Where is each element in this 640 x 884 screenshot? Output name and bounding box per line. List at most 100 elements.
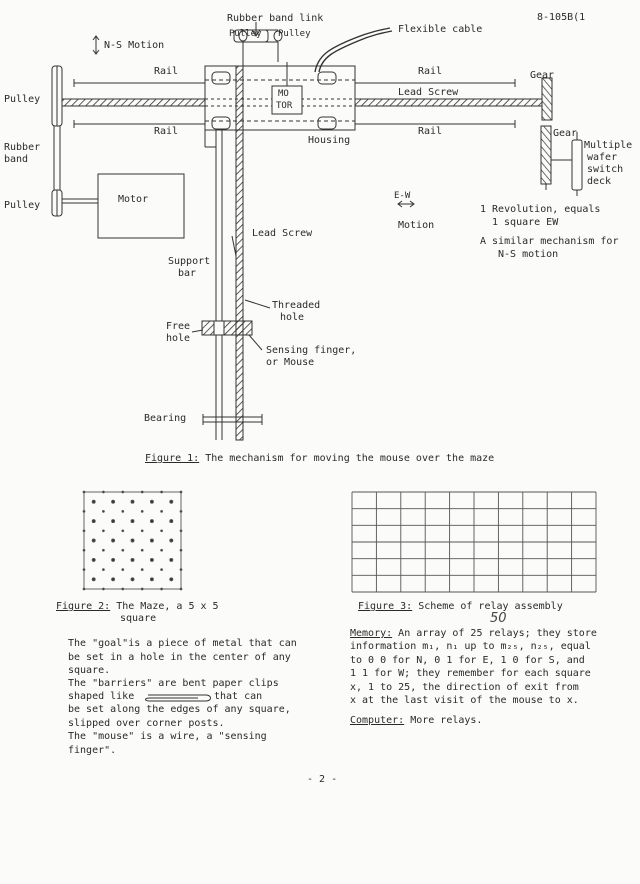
- maze-goal-hole: [111, 499, 116, 504]
- maze-corner-post: [160, 529, 163, 533]
- doc-id: 8-105B(1: [537, 12, 586, 23]
- label-threaded-2: hole: [280, 312, 305, 323]
- maze-goal-hole: [169, 538, 174, 543]
- handwritten-50: 50: [490, 611, 507, 626]
- maze-corner-post: [179, 529, 183, 533]
- top-pulleys: [233, 22, 283, 66]
- maze-corner-post: [121, 510, 125, 513]
- label-motor-housing-1: MO: [278, 89, 289, 99]
- computer-text: More relays.: [404, 715, 483, 726]
- maze-goal-hole: [169, 557, 174, 562]
- figure-3-caption: Figure 3: Scheme of relay assembly: [358, 601, 563, 613]
- label-bearing: Bearing: [144, 413, 187, 424]
- label-pulley-left-1: Pulley: [4, 94, 41, 105]
- figure-3-caption-label: Figure 3:: [358, 601, 413, 612]
- maze-border: [83, 491, 182, 590]
- maze-corner-post: [102, 587, 105, 591]
- label-multiple-2: wafer: [587, 152, 618, 163]
- maze-corner-post: [82, 587, 86, 591]
- label-motor-housing-2: TOR: [276, 101, 293, 111]
- label-ew: E-W: [394, 191, 411, 201]
- maze-corner-post: [160, 510, 163, 513]
- label-threaded-1: Threaded: [272, 300, 321, 311]
- support-bar: [204, 129, 223, 440]
- maze-corner-post: [82, 490, 86, 494]
- gear-assembly: [540, 77, 583, 196]
- label-pulley-top-right: Pulley: [278, 29, 311, 39]
- label-gear-1: Gear: [530, 70, 555, 81]
- maze-goal-hole: [149, 519, 154, 524]
- maze-goal-hole: [130, 577, 135, 582]
- maze-goal-hole: [111, 557, 116, 562]
- maze-goal-hole: [149, 577, 154, 582]
- label-support-2: bar: [178, 268, 197, 279]
- maze-corner-post: [121, 568, 125, 571]
- label-sensing-2: or Mouse: [266, 357, 315, 368]
- figure-1-caption-label: Figure 1:: [145, 453, 200, 464]
- maze-corner-post: [102, 568, 105, 571]
- label-pulley-left-2: Pulley: [4, 200, 41, 211]
- text-barriers-3: be set along the edges of any square, sl…: [68, 704, 291, 729]
- computer-label: Computer:: [350, 715, 405, 726]
- maze-corner-post: [82, 529, 86, 533]
- label-multiple-4: deck: [587, 176, 612, 187]
- maze-corner-post: [102, 548, 105, 552]
- maze-goal-hole: [169, 577, 174, 582]
- maze-goal-hole: [130, 538, 135, 543]
- label-rail-bottom-right: Rail: [418, 126, 443, 137]
- figure-2-caption-text: The Maze, a 5 x 5: [116, 601, 219, 612]
- label-free-1: Free: [166, 321, 191, 332]
- maze-goal-hole: [111, 519, 116, 524]
- maze-corner-post: [140, 568, 144, 571]
- label-motor-box: Motor: [118, 194, 149, 205]
- label-free-2: hole: [166, 333, 191, 344]
- maze-corner-post: [179, 548, 183, 552]
- label-flexible-cable: Flexible cable: [398, 24, 483, 35]
- label-support-1: Support: [168, 256, 211, 267]
- maze-goal-hole: [91, 577, 96, 582]
- maze-corner-post: [160, 548, 163, 552]
- page-number: - 2 -: [307, 774, 338, 785]
- maze-corner-post: [121, 587, 125, 591]
- maze-corner-post: [102, 490, 105, 494]
- figure-1-caption: Figure 1: The mechanism for moving the m…: [145, 453, 494, 465]
- label-multiple-3: switch: [587, 164, 624, 175]
- maze-corner-post: [160, 568, 163, 571]
- maze-goal-hole: [169, 519, 174, 524]
- maze-corner-post: [160, 490, 163, 494]
- maze-goal-hole: [130, 557, 135, 562]
- maze-goal-hole: [130, 499, 135, 504]
- label-rail-top-right: Rail: [418, 66, 443, 77]
- label-housing: Housing: [308, 135, 351, 146]
- memory-line-1-text: An array of 25 relays; they store: [392, 628, 597, 639]
- ns-motion-arrow: [92, 35, 100, 55]
- label-rubber-band-link: Rubber band link: [227, 13, 324, 24]
- maze-corner-post: [179, 510, 183, 513]
- left-pulley-assembly: [51, 65, 98, 217]
- label-ns-motion: N-S Motion: [104, 40, 165, 51]
- label-lead-screw-vertical: Lead Screw: [252, 228, 313, 239]
- maze-corner-post: [102, 510, 105, 513]
- maze-corner-post: [179, 587, 183, 591]
- maze-goal-hole: [111, 577, 116, 582]
- maze-corner-post: [140, 490, 144, 494]
- lead-screw-vertical: [235, 65, 244, 441]
- label-revolution-1: 1 Revolution, equals: [480, 204, 601, 215]
- label-band: band: [4, 154, 29, 165]
- text-barriers-2a: shaped like: [68, 691, 135, 702]
- maze-corner-post: [179, 568, 183, 571]
- maze-corner-post: [160, 587, 163, 591]
- maze-goal-hole: [91, 557, 96, 562]
- maze-corner-post: [140, 587, 144, 591]
- figure-3-caption-text: Scheme of relay assembly: [418, 601, 563, 612]
- motor-box: [97, 173, 185, 239]
- label-rubber: Rubber: [4, 142, 41, 153]
- maze-goal-hole: [91, 538, 96, 543]
- label-rail-bottom-left: Rail: [154, 126, 179, 137]
- text-barriers-1: The "barriers" are bent paper clips: [68, 678, 279, 689]
- maze-goal-hole: [149, 499, 154, 504]
- maze-corner-post: [140, 529, 144, 533]
- label-sensing-1: Sensing finger,: [266, 345, 357, 356]
